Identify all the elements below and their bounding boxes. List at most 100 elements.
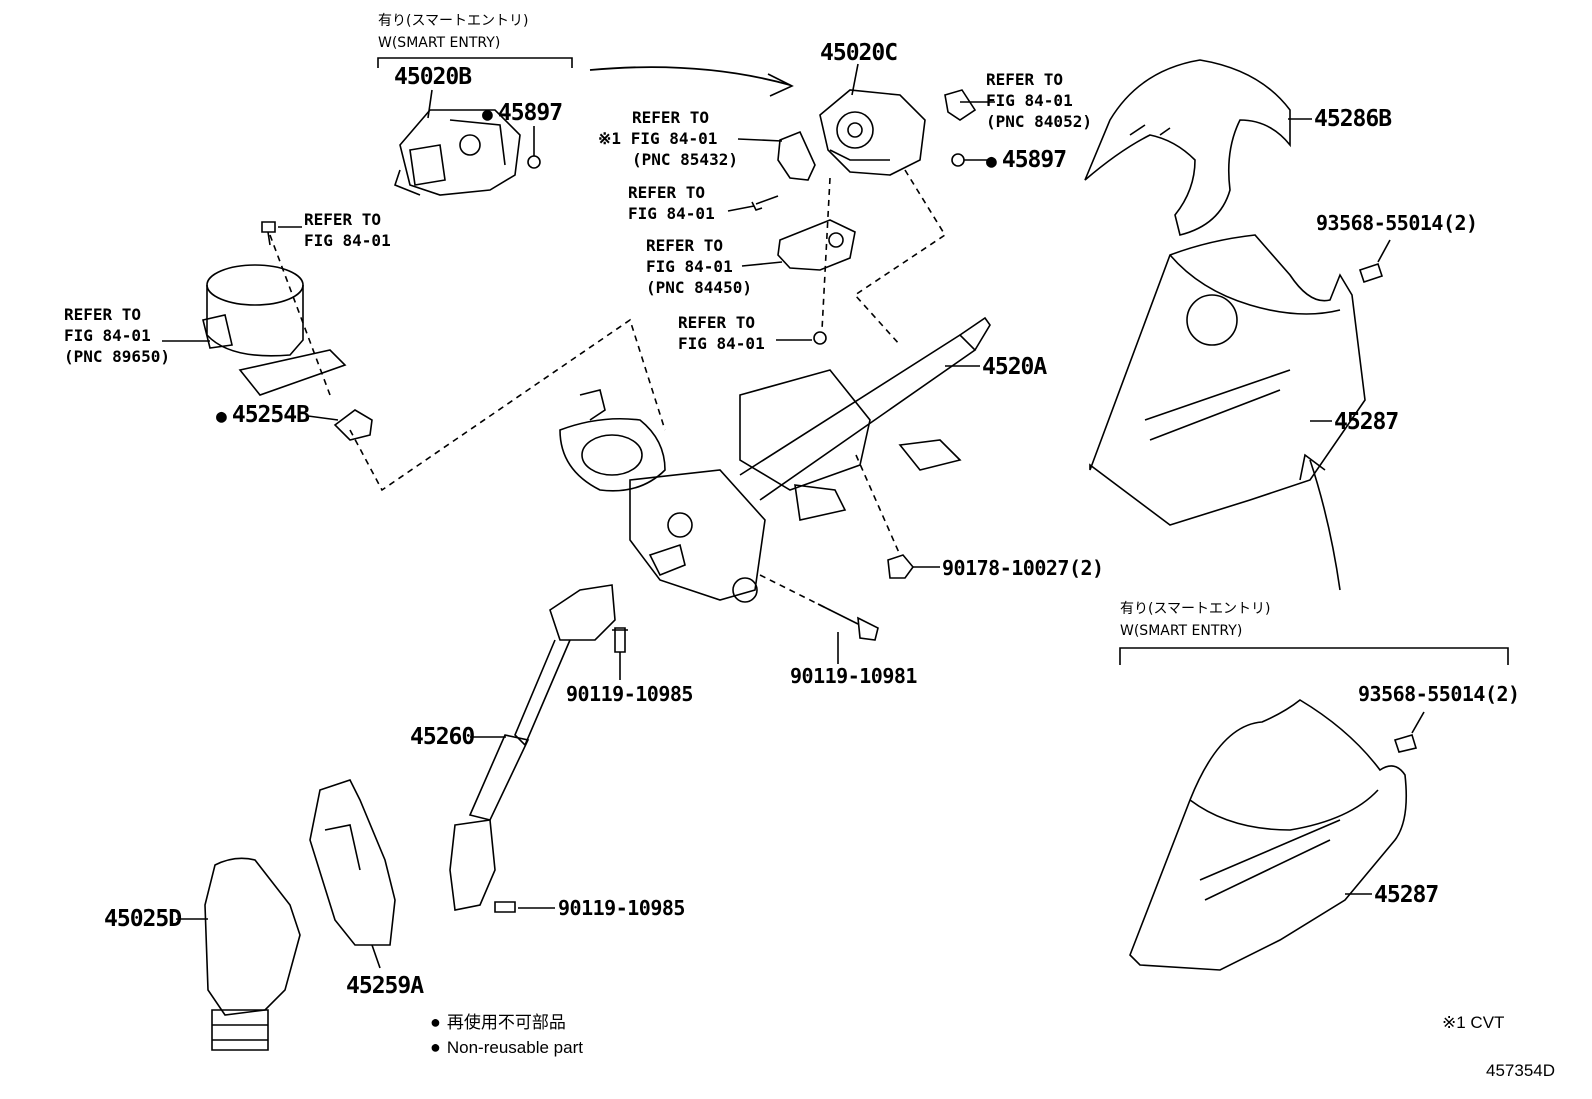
transponder-89650-drawing [202,264,347,396]
smart-entry-note-right-en: W(SMART ENTRY) [1120,623,1243,639]
cover-45259a-drawing [309,779,396,946]
refer-callout-84052-line3: (PNC 84052) [986,112,1092,131]
part-label-45286b: 45286B [1314,106,1392,132]
non-reusable-bullet: ● [216,406,227,427]
bolt-84-01-left [261,221,276,246]
smart-entry-bracket-right [1119,647,1509,665]
refer-callout-85432-line2: ※1 FIG 84-01 [598,128,738,149]
screw-84-01-a [751,195,779,211]
footnote-cvt: ※1 CVT [1442,1013,1505,1032]
bolt-90119-10981-drawing [817,603,879,641]
part-label-93568-bottom: 93568-55014(2) [1358,682,1520,706]
switch-84450-knob [828,232,844,248]
upper-cover-45286b-drawing [1084,59,1291,236]
part-label-90178: 90178-10027(2) [942,556,1104,580]
smart-entry-note-top-en: W(SMART ENTRY) [378,35,501,51]
smart-entry-note-right-jp: 有り(スマートエントリ) [1120,601,1271,617]
refer-callout-84052-line1: REFER TO [986,70,1064,89]
part-label-45025d: 45025D [104,906,182,932]
smart-entry-arrowhead-right [1299,453,1326,481]
lower-cover-45287-bottom-drawing [1129,699,1408,971]
dashed-assembly-lines [269,169,947,611]
leader-45020b [427,89,433,119]
refer-callout-screw-a-line2: FIG 84-01 [628,204,715,223]
legend-text-en: Non-reusable part [446,1038,583,1057]
smart-entry-arrow-top [589,66,791,86]
refer-callout-85432: REFER TO※1 FIG 84-01(PNC 85432) [598,107,738,170]
part-label-4520a: 4520A [982,354,1047,380]
diagram-id: 457354D [1486,1061,1556,1080]
smart-entry-bracket-top [377,57,573,68]
part-label-45287-top: 45287 [1334,409,1399,435]
part-label-93568-top: 93568-55014(2) [1316,211,1478,235]
legend-text-jp: 再使用不可部品 [446,1013,566,1032]
refer-callout-84052: REFER TO FIG 84-01 (PNC 84052) [986,69,1092,132]
leader-93568-bottom [1411,711,1425,734]
refer-callout-89650-line1: REFER TO [64,305,142,324]
refer-callout-85432-line1: REFER TO [632,108,710,127]
leader-screw-a [727,205,755,212]
part-label-45897-left: ●45897 [482,100,563,126]
part-number-45897-right: 45897 [1001,147,1067,173]
part-label-45020b: 45020B [394,64,472,90]
refer-callout-bolt-left-line2: FIG 84-01 [304,231,391,250]
smart-entry-note-right: 有り(スマートエントリ) W(SMART ENTRY) [1120,598,1271,642]
switch-85432-drawing [777,130,816,181]
screw-84-01-b [813,331,827,345]
key-cylinder-45020b-drawing [394,109,521,196]
part-label-45254b: ●45254B [216,402,310,428]
part-label-90119-10985-upper: 90119-10985 [566,682,693,706]
refer-callout-89650-line2: FIG 84-01 [64,326,151,345]
part-label-45897-right: ●45897 [986,147,1067,173]
dot-45897-left [527,155,541,169]
refer-callout-84450-line3: (PNC 84450) [646,278,752,297]
screw-93568-bottom [1393,734,1418,753]
refer-callout-84450-line2: FIG 84-01 [646,257,733,276]
refer-callout-84450: REFER TO FIG 84-01 (PNC 84450) [646,235,752,298]
smart-entry-note-top-jp: 有り(スマートエントリ) [378,13,529,29]
part-label-45259a: 45259A [346,973,424,999]
legend-bullet-en: ● [430,1037,441,1057]
leader-45254b [307,415,339,421]
refer-callout-screw-a: REFER TO FIG 84-01 [628,182,715,224]
refer-callout-screw-b-line2: FIG 84-01 [678,334,765,353]
part-label-90119-10985-lower: 90119-10985 [558,896,685,920]
column-boot-45025d-drawing [204,857,301,1051]
refer-callout-85432-fig: FIG 84-01 [630,129,718,148]
switch-84450-drawing [777,219,856,271]
dot-45897-right [951,153,965,167]
part-label-90119-10981: 90119-10981 [790,664,917,688]
smart-entry-arrowhead-top [767,73,794,97]
refer-callout-bolt-left-line1: REFER TO [304,210,382,229]
leader-45020c [851,63,859,96]
refer-callout-screw-b: REFER TO FIG 84-01 [678,312,765,354]
legend-non-reusable-jp: ●再使用不可部品 [430,1013,566,1031]
refer-callout-screw-a-line1: REFER TO [628,183,706,202]
refer-callout-84450-line1: REFER TO [646,236,724,255]
bolt-90119-10985-lower [494,901,516,913]
refer-callout-84052-line2: FIG 84-01 [986,91,1073,110]
part-label-45287-bottom: 45287 [1374,882,1439,908]
bolt-90119-10985-upper [612,627,628,653]
steering-column-4520a-drawing [559,316,991,603]
non-reusable-bullet: ● [482,104,493,125]
part-number-45897-left: 45897 [497,100,563,126]
leader-93568-top [1377,239,1391,263]
refer-callout-bolt-left: REFER TO FIG 84-01 [304,209,391,251]
part-number-45254b: 45254B [231,402,310,428]
part-label-45020c: 45020C [820,40,898,66]
leader-84450 [741,261,783,267]
part-label-45260: 45260 [410,724,475,750]
legend-non-reusable-en: ● Non-reusable part [430,1038,583,1056]
smart-entry-arrow-right [1309,459,1341,591]
clip-45254b-drawing [333,409,373,441]
refer-callout-screw-b-line1: REFER TO [678,313,756,332]
nut-90178-drawing [887,554,915,579]
refer-callout-85432-line3: (PNC 85432) [632,150,738,169]
refer-callout-85432-mark: ※1 [598,129,622,148]
lower-cover-45287-top-drawing [1089,234,1366,526]
leader-85432 [737,138,783,142]
